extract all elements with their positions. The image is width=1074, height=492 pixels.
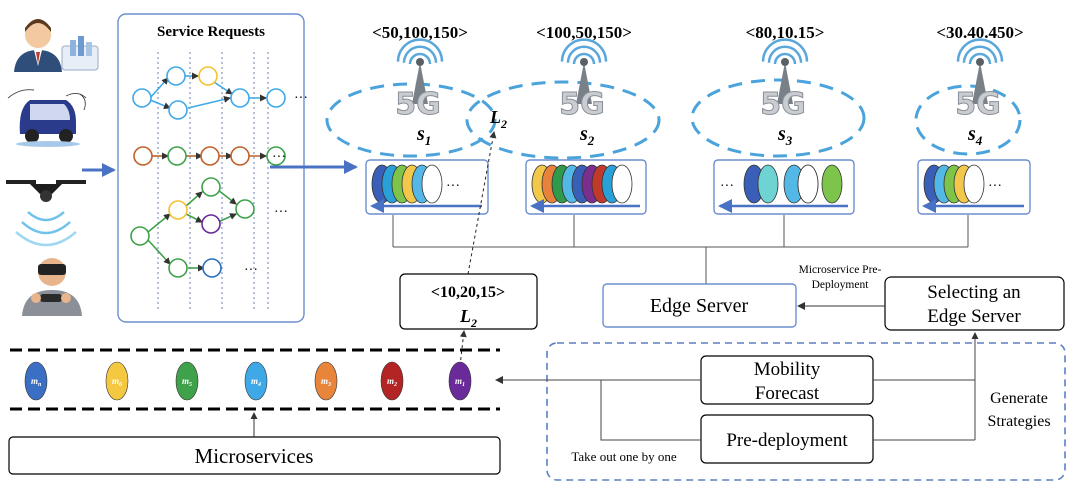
station-2-queue bbox=[525, 159, 647, 215]
station-4-queue: ··· bbox=[917, 159, 1031, 215]
5g-label: 5G bbox=[395, 87, 441, 122]
5g-tower-icon: 5G bbox=[395, 38, 444, 123]
autonomous-vehicle-icon bbox=[7, 89, 87, 147]
microservice-n: mn bbox=[24, 361, 48, 401]
generate-strategies-line1: Generate bbox=[990, 390, 1048, 407]
request-row-3-ellipsis: ··· bbox=[274, 205, 288, 220]
pre-deployment-box bbox=[700, 414, 874, 464]
selecting-edge-server-line1: Selecting an bbox=[927, 282, 1021, 303]
queued-request-empty bbox=[421, 164, 443, 204]
queue-ellipsis: ··· bbox=[988, 179, 1002, 194]
edge-server-label: Edge Server bbox=[650, 295, 749, 317]
coverage-s1 bbox=[325, 82, 497, 158]
station-4-resources: <30.40.450> bbox=[936, 23, 1023, 42]
station-1-label: s1 bbox=[416, 123, 431, 148]
queued-request bbox=[757, 164, 779, 204]
queued-request-empty bbox=[797, 164, 819, 204]
5g-label: 5G bbox=[760, 87, 806, 122]
microservice-token bbox=[175, 361, 199, 401]
station-4-label: s4 bbox=[967, 123, 983, 148]
queued-request bbox=[821, 164, 843, 204]
overlap-l2-label: L2 bbox=[489, 107, 507, 131]
microservice-token-label: m3 bbox=[321, 376, 331, 388]
queued-request-empty bbox=[611, 164, 633, 204]
generate-strategies-line2: Strategies bbox=[987, 413, 1050, 430]
person-with-tablet-icon bbox=[14, 19, 99, 72]
service-requests-panel: Service Requests ··· bbox=[117, 13, 308, 323]
base-stations: <50,100,150>5Gs1···<100,50,150>5Gs2<80,1… bbox=[365, 23, 1031, 215]
microservice-predeployment-line1: Microservice Pre- bbox=[799, 264, 882, 276]
queued-request-empty bbox=[963, 164, 985, 204]
l2-to-overlap-arrow bbox=[467, 131, 497, 275]
station-bus bbox=[392, 215, 969, 284]
user-icons bbox=[6, 19, 116, 316]
5g-label: 5G bbox=[559, 87, 605, 122]
station-3-queue: ··· bbox=[713, 159, 855, 215]
microservice-token-label: m4 bbox=[251, 376, 261, 388]
request-graph-1 bbox=[132, 66, 286, 120]
queue-ellipsis: ··· bbox=[720, 179, 734, 194]
microservice-token bbox=[24, 361, 48, 401]
microservice-token-label: m1 bbox=[455, 376, 465, 388]
microservice-tokens: mn m6 m5 m4 m3 m2 m1 bbox=[24, 361, 472, 401]
l2-box-label: L2 bbox=[459, 306, 477, 330]
microservices-label: Microservices bbox=[195, 444, 314, 468]
selecting-edge-server-line2: Edge Server bbox=[927, 306, 1021, 327]
vr-headset-user-icon bbox=[22, 258, 82, 316]
take-out-label: Take out one by one bbox=[571, 449, 676, 464]
coverage-s4 bbox=[914, 84, 1022, 156]
drone-icon bbox=[6, 180, 86, 247]
request-graph-2 bbox=[133, 146, 286, 166]
coverage-s2 bbox=[465, 80, 661, 160]
queue-ellipsis: ··· bbox=[446, 179, 460, 194]
station-2-resources: <100,50,150> bbox=[536, 23, 632, 42]
mobility-forecast-line2: Forecast bbox=[755, 383, 820, 404]
selecting-edge-server-box bbox=[884, 276, 1065, 331]
request-row-1-ellipsis: ··· bbox=[294, 91, 308, 106]
strategy-region bbox=[546, 342, 1066, 481]
microservice-2: m2 bbox=[380, 361, 404, 401]
microservice-token bbox=[314, 361, 338, 401]
station-1-queue: ··· bbox=[365, 159, 489, 215]
request-graph-3 bbox=[130, 177, 255, 278]
microservice-token-label: mn bbox=[31, 376, 42, 388]
5g-tower-icon: 5G bbox=[559, 38, 608, 123]
microservice-token bbox=[448, 361, 472, 401]
5g-label: 5G bbox=[955, 87, 1001, 122]
microservice-4: m4 bbox=[244, 361, 268, 401]
request-row-4-ellipsis: ··· bbox=[244, 263, 258, 278]
microservice-1: m1 bbox=[448, 361, 472, 401]
request-row-2-ellipsis: ··· bbox=[272, 150, 286, 165]
5g-tower-icon: 5G bbox=[760, 38, 809, 123]
station-3-label: s3 bbox=[777, 123, 793, 148]
station-3-resources: <80,10.15> bbox=[746, 23, 825, 42]
microservice-predeployment-line2: Deployment bbox=[812, 279, 870, 291]
microservice-token-label: m6 bbox=[112, 376, 122, 388]
mobility-forecast-line1: Mobility bbox=[754, 359, 821, 380]
l2-resources: <10,20,15> bbox=[431, 284, 505, 301]
microservice-token bbox=[105, 361, 129, 401]
microservice-6: m6 bbox=[105, 361, 129, 401]
microservice-token-label: m2 bbox=[387, 376, 397, 388]
microservice-5: m5 bbox=[175, 361, 199, 401]
coverage-s3 bbox=[690, 78, 866, 158]
edge-server-box bbox=[602, 283, 797, 328]
strategy-connectors bbox=[495, 332, 979, 441]
station-2-label: s2 bbox=[579, 123, 595, 148]
microservice-token-label: m5 bbox=[182, 376, 192, 388]
microservice-3: m3 bbox=[314, 361, 338, 401]
service-requests-title: Service Requests bbox=[157, 24, 265, 40]
microservice-token bbox=[244, 361, 268, 401]
5g-tower-icon: 5G bbox=[955, 38, 1004, 123]
microservice-token bbox=[380, 361, 404, 401]
pre-deployment-label: Pre-deployment bbox=[726, 430, 848, 451]
station-1-resources: <50,100,150> bbox=[372, 23, 468, 42]
